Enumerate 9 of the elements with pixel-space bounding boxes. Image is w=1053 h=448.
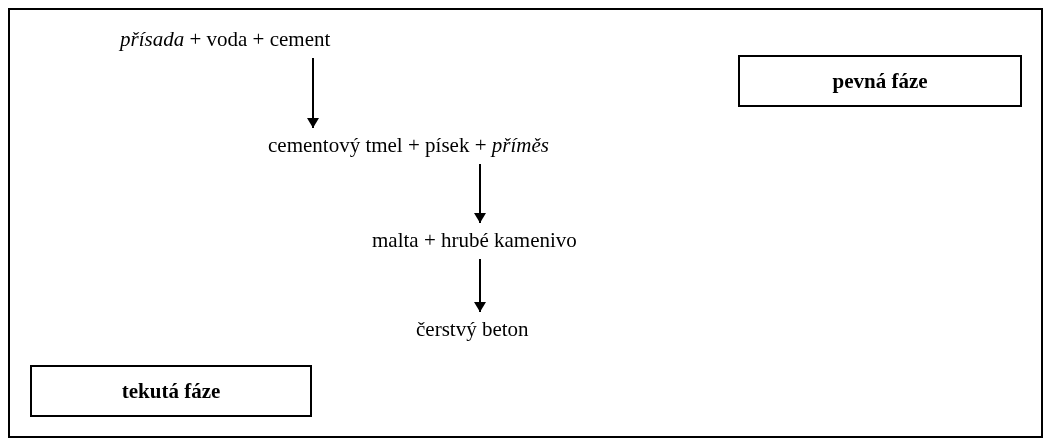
arrow (474, 163, 486, 224)
arrow (307, 57, 319, 129)
phase-box: tekutá fáze (30, 365, 312, 417)
mixture-text: přísada + voda + cement (120, 26, 331, 52)
arrow (474, 258, 486, 313)
mixture-text: čerstvý beton (416, 316, 529, 342)
mixture-text: cementový tmel + písek + příměs (268, 132, 549, 158)
phase-box: pevná fáze (738, 55, 1022, 107)
mixture-text: malta + hrubé kamenivo (372, 227, 577, 253)
